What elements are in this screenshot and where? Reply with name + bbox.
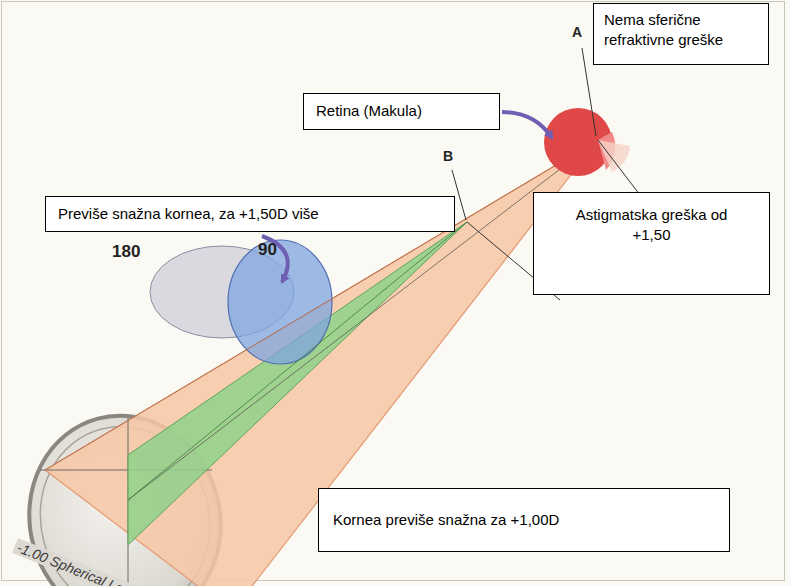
text-box: Previše snažna kornea, za +1,50D više <box>45 196 455 232</box>
lens-label: -1.00 Spherical Lens <box>12 538 143 586</box>
text-box: Retina (Makula) <box>303 93 500 130</box>
box-text: Kornea previše snažna za +1,00D <box>333 510 715 530</box>
text-box: Nema sferične refraktivne greške <box>593 3 769 65</box>
point-letter: B <box>443 148 453 164</box>
box-text: Retina (Makula) <box>316 101 487 121</box>
meridian-number: 90 <box>258 240 277 260</box>
pointer-arrow <box>502 112 552 138</box>
point-letter: A <box>572 24 582 40</box>
text-box: Astigmatska greška od +1,50 <box>533 192 770 295</box>
meridian-number: 180 <box>112 242 140 262</box>
box-text: Previše snažna kornea, za +1,50D više <box>58 204 442 224</box>
box-text: Astigmatska greška od +1,50 <box>564 205 739 246</box>
text-box: Kornea previše snažna za +1,00D <box>318 488 730 552</box>
box-text: Nema sferične refraktivne greške <box>604 10 758 51</box>
